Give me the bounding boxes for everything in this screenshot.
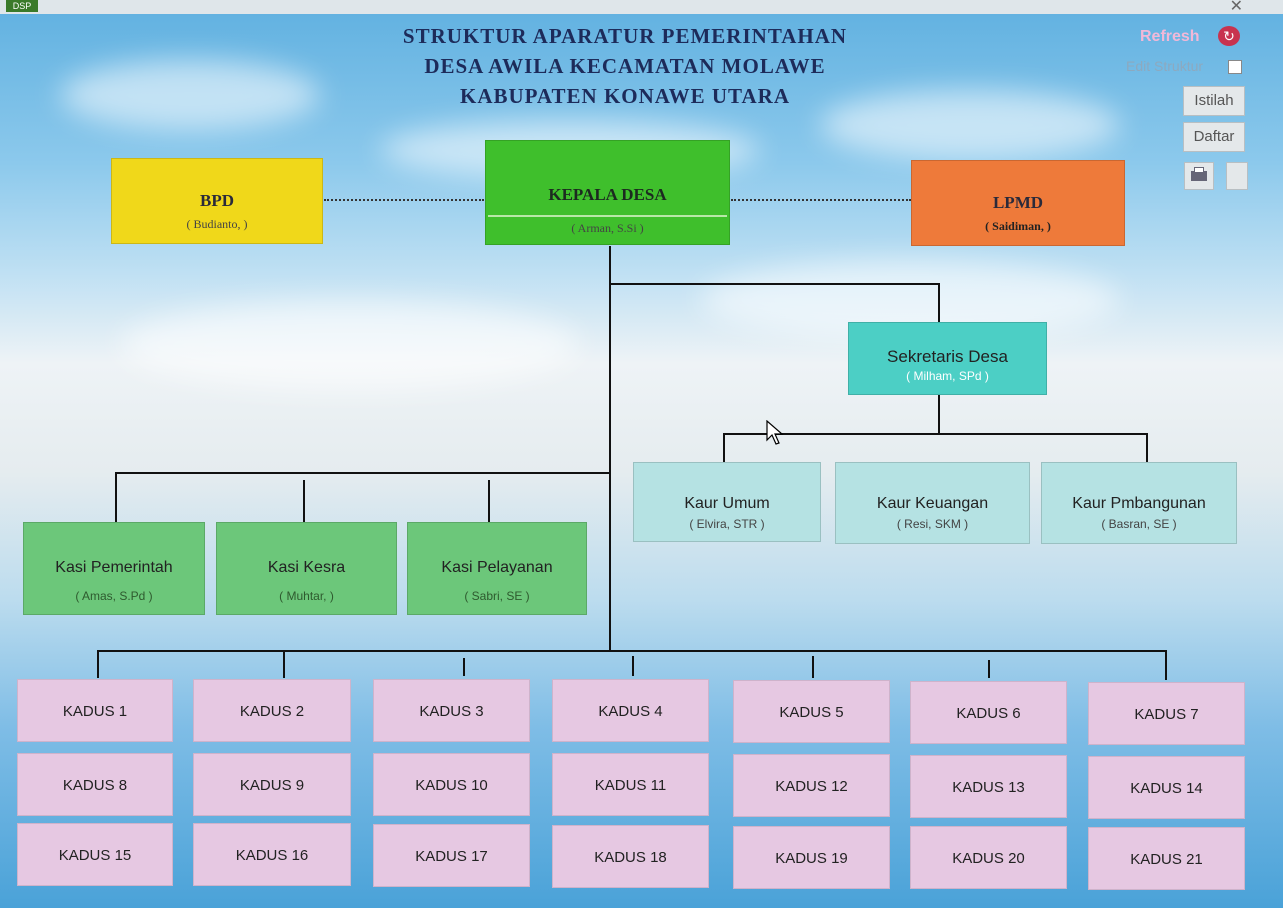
kadus-box[interactable]: KADUS 9 — [193, 753, 351, 816]
print-icon[interactable] — [1184, 162, 1214, 190]
kepala-desa-divider — [488, 215, 727, 217]
kadus-box[interactable]: KADUS 4 — [552, 679, 709, 742]
kasi-drop-line — [115, 472, 117, 522]
kasi-pelayanan-title: Kasi Pelayanan — [441, 559, 553, 576]
kaur-umum-name: ( Elvira, STR ) — [689, 517, 765, 531]
kadus-box[interactable]: KADUS 20 — [910, 826, 1067, 889]
refresh-icon: ↻ — [1218, 26, 1240, 46]
kadus-drop-line — [97, 650, 99, 678]
sekretaris-desa-name: ( Milham, SPd ) — [906, 369, 989, 383]
kepala-desa-box[interactable]: KEPALA DESA ( Arman, S.Si ) — [485, 140, 730, 245]
kaur-pembangunan-title: Kaur Pmbangunan — [1072, 495, 1206, 512]
lpmd-connector — [731, 199, 911, 201]
kasi-kesra-title: Kasi Kesra — [267, 559, 346, 576]
kadus-box[interactable]: KADUS 2 — [193, 679, 351, 742]
sekretaris-desa-box[interactable]: Sekretaris Desa ( Milham, SPd ) — [848, 322, 1047, 395]
bpd-title: BPD — [200, 191, 234, 210]
kadus-box[interactable]: KADUS 19 — [733, 826, 890, 889]
kasi-drop-line — [303, 480, 305, 522]
page-title-line1: STRUKTUR APARATUR PEMERINTAHAN — [402, 24, 848, 48]
edit-struktur-label: Edit Struktur — [1126, 58, 1204, 74]
kaur-keuangan-title: Kaur Keuangan — [876, 495, 989, 512]
edit-struktur-checkbox[interactable] — [1228, 60, 1242, 74]
kadus-box[interactable]: KADUS 1 — [17, 679, 173, 742]
istilah-button[interactable]: Istilah — [1183, 86, 1245, 116]
kadus-box[interactable]: KADUS 3 — [373, 679, 530, 742]
blank-tool-button[interactable] — [1226, 162, 1248, 190]
lpmd-name: ( Saidiman, ) — [985, 219, 1051, 233]
kadus-box[interactable]: KADUS 14 — [1088, 756, 1245, 819]
kasi-pelayanan-box[interactable]: Kasi Pelayanan ( Sabri, SE ) — [407, 522, 587, 615]
daftar-button[interactable]: Daftar — [1183, 122, 1245, 152]
kasi-pelayanan-name: ( Sabri, SE ) — [464, 589, 530, 603]
bpd-name: ( Budianto, ) — [186, 217, 248, 231]
kasi-kesra-box[interactable]: Kasi Kesra ( Muhtar, ) — [216, 522, 397, 615]
kadus-box[interactable]: KADUS 15 — [17, 823, 173, 886]
lpmd-box[interactable]: LPMD ( Saidiman, ) — [911, 160, 1125, 246]
bpd-connector — [324, 199, 484, 201]
main-vertical-line — [609, 246, 611, 650]
kadus-drop-line — [812, 656, 814, 678]
kaur-drop-line — [723, 433, 725, 463]
kasi-pemerintah-title: Kasi Pemerintah — [55, 559, 173, 576]
page-title-line2: DESA AWILA KECAMATAN MOLAWE — [424, 54, 826, 78]
kadus-box[interactable]: KADUS 8 — [17, 753, 173, 816]
page-title-line3: KABUPATEN KONAWE UTARA — [459, 84, 791, 108]
kepala-desa-name: ( Arman, S.Si ) — [571, 221, 644, 235]
kaur-umum-title: Kaur Umum — [684, 495, 770, 512]
kadus-box[interactable]: KADUS 16 — [193, 823, 351, 886]
sekretaris-branch-line — [610, 283, 940, 285]
kasi-drop-line — [488, 480, 490, 522]
sekretaris-desa-title: Sekretaris Desa — [887, 347, 1008, 366]
kadus-box[interactable]: KADUS 11 — [552, 753, 709, 816]
kepala-desa-title: KEPALA DESA — [548, 185, 667, 204]
kasi-pemerintah-box[interactable]: Kasi Pemerintah ( Amas, S.Pd ) — [23, 522, 205, 615]
kadus-box[interactable]: KADUS 12 — [733, 754, 890, 817]
kaur-branch-line — [723, 433, 1147, 435]
kaur-umum-box[interactable]: Kaur Umum ( Elvira, STR ) — [633, 462, 821, 542]
kadus-box[interactable]: KADUS 21 — [1088, 827, 1245, 890]
kadus-box[interactable]: KADUS 17 — [373, 824, 530, 887]
kaur-stem-line — [938, 395, 940, 435]
kasi-branch-line — [115, 472, 610, 474]
kadus-box[interactable]: KADUS 18 — [552, 825, 709, 888]
kadus-drop-line — [283, 650, 285, 678]
kadus-drop-line — [988, 660, 990, 678]
close-icon[interactable]: ✕ — [1229, 0, 1243, 15]
kadus-drop-line — [1165, 650, 1167, 680]
kaur-keuangan-name: ( Resi, SKM ) — [896, 517, 969, 531]
mouse-cursor-icon — [766, 420, 784, 445]
kaur-pembangunan-box[interactable]: Kaur Pmbangunan ( Basran, SE ) — [1041, 462, 1237, 544]
kasi-kesra-name: ( Muhtar, ) — [279, 589, 334, 603]
bpd-box[interactable]: BPD ( Budianto, ) — [111, 158, 323, 244]
title-bar: DSP ✕ — [0, 0, 1283, 15]
kasi-pemerintah-name: ( Amas, S.Pd ) — [75, 589, 153, 603]
kadus-drop-line — [632, 656, 634, 676]
edit-struktur-toggle[interactable]: Edit Struktur — [1126, 58, 1246, 78]
kaur-keuangan-box[interactable]: Kaur Keuangan ( Resi, SKM ) — [835, 462, 1030, 544]
kadus-drop-line — [463, 658, 465, 676]
app-icon: DSP — [6, 0, 38, 12]
sekretaris-drop-line — [938, 283, 940, 323]
kadus-box[interactable]: KADUS 6 — [910, 681, 1067, 744]
kadus-box[interactable]: KADUS 5 — [733, 680, 890, 743]
kadus-box[interactable]: KADUS 10 — [373, 753, 530, 816]
kadus-box[interactable]: KADUS 7 — [1088, 682, 1245, 745]
lpmd-title: LPMD — [992, 193, 1044, 212]
refresh-button[interactable]: Refresh ↻ — [1140, 26, 1250, 50]
refresh-label: Refresh — [1140, 28, 1200, 45]
kadus-box[interactable]: KADUS 13 — [910, 755, 1067, 818]
kaur-drop-line — [1146, 433, 1148, 463]
kaur-pembangunan-name: ( Basran, SE ) — [1101, 517, 1177, 531]
kadus-branch-line — [97, 650, 1167, 652]
